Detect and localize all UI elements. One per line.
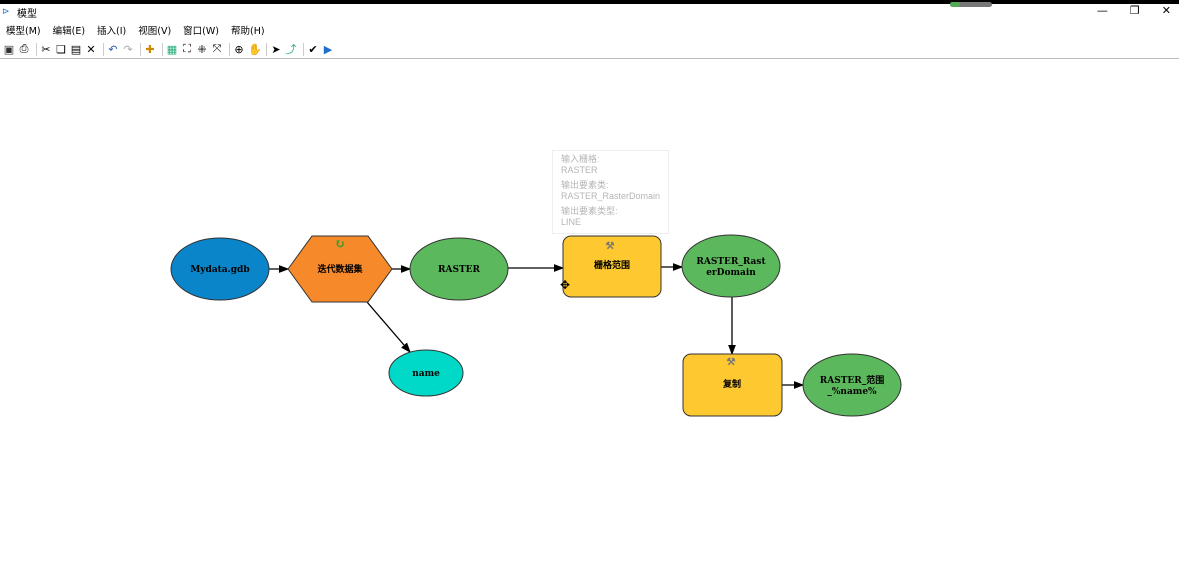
menu-help[interactable]: 帮助(H) — [230, 26, 265, 37]
save-icon[interactable]: ▣ — [3, 42, 15, 56]
node-label: _%name% — [827, 387, 877, 397]
hammer-icon: ⚒ — [606, 241, 615, 252]
tooltip-value: RASTER_RasterDomain — [561, 191, 661, 201]
cut-icon[interactable]: ✂ — [41, 42, 51, 56]
validate-icon[interactable]: ✔ — [308, 42, 318, 56]
zoom-out-fixed-icon[interactable]: ⤧ — [212, 42, 222, 55]
title-bar: ⊳ 模型 — ❐ ✕ — [0, 4, 1179, 20]
tooltip-label: 输出要素类: — [561, 180, 609, 190]
select-icon[interactable]: ➤ — [271, 42, 281, 56]
node-raster-domain-output[interactable]: RASTER_RasterDomain — [681, 234, 781, 298]
undo-icon[interactable]: ↶ — [108, 42, 118, 56]
menu-model[interactable]: 模型(M) — [6, 26, 41, 37]
minimize-button[interactable]: — — [1096, 4, 1108, 17]
restore-button[interactable]: ❐ — [1129, 4, 1140, 17]
window-title: 模型 — [17, 8, 37, 20]
node-label: erDomain — [706, 268, 756, 278]
menu-edit[interactable]: 编辑(E) — [52, 26, 86, 37]
add-data-icon[interactable]: ✚ — [145, 42, 155, 56]
move-cursor-icon: ✥ — [560, 278, 570, 292]
menu-window[interactable]: 窗口(W) — [183, 26, 219, 37]
connectors — [269, 263, 805, 389]
node-label: 迭代数据集 — [317, 263, 363, 275]
node-label: RASTER_Rast — [696, 257, 766, 267]
node-label: name — [412, 369, 440, 379]
hammer-icon: ⚒ — [727, 357, 736, 368]
node-raster-domain-tool[interactable]: 栅格范围 ⚒ — [562, 235, 662, 298]
redo-icon[interactable]: ↷ — [123, 42, 133, 56]
tooltip-value: RASTER — [561, 165, 598, 175]
node-label: RASTER — [438, 265, 481, 275]
tooltip: 输入栅格: RASTER 输出要素类: RASTER_RasterDomain … — [552, 150, 669, 234]
run-icon[interactable]: ▶ — [323, 42, 333, 56]
copy-icon[interactable]: ❏ — [56, 42, 66, 56]
node-copy-output[interactable]: RASTER_范围_%name% — [802, 353, 902, 417]
node-label: 复制 — [722, 378, 741, 390]
pan-icon[interactable]: ✋ — [248, 42, 262, 56]
window-indicator — [950, 2, 992, 7]
tooltip-value: LINE — [561, 217, 582, 227]
menu-view[interactable]: 视图(V) — [138, 26, 172, 37]
node-name[interactable]: name — [388, 349, 464, 397]
model-icon: ⊳ — [2, 7, 10, 17]
model-canvas[interactable]: Mydata.gdb 迭代数据集 ↻ RASTER 栅格范围 ⚒ RASTER_Ra… — [0, 60, 1179, 587]
zoom-icon[interactable]: ⊕ — [234, 42, 244, 56]
print-icon[interactable]: ⎙ — [19, 42, 29, 55]
menu-bar: 模型(M) 编辑(E) 插入(I) 视图(V) 窗口(W) 帮助(H) — [0, 21, 271, 39]
auto-layout-icon[interactable]: ▦ — [166, 42, 178, 56]
node-copy-tool[interactable]: 复制 ⚒ — [682, 353, 783, 417]
close-button[interactable]: ✕ — [1161, 4, 1171, 17]
zoom-in-fixed-icon[interactable]: ⁜ — [197, 42, 207, 56]
toolbar: ▣ ⎙ ✂ ❏ ▤ ✕ ↶ ↷ ✚ ▦ ⛶ ⁜ ⤧ ⊕ ✋ ➤ ⤴ ✔ ▶ — [0, 40, 1179, 59]
node-raster[interactable]: RASTER — [409, 237, 509, 301]
tooltip-label: 输出要素类型: — [561, 206, 618, 216]
connect-icon[interactable]: ⤴ — [285, 43, 297, 56]
node-label: Mydata.gdb — [190, 265, 249, 275]
node-mydata[interactable]: Mydata.gdb — [170, 237, 270, 301]
paste-icon[interactable]: ▤ — [70, 42, 82, 56]
full-extent-icon[interactable]: ⛶ — [183, 42, 191, 55]
tooltip-label: 输入栅格: — [561, 154, 600, 164]
iterate-icon: ↻ — [335, 237, 346, 252]
node-label: RASTER_范围 — [820, 374, 885, 386]
node-iterate[interactable]: 迭代数据集 ↻ — [287, 235, 393, 303]
menu-insert[interactable]: 插入(I) — [97, 26, 127, 37]
node-label: 栅格范围 — [594, 259, 630, 271]
top-edge — [0, 0, 1179, 4]
delete-icon[interactable]: ✕ — [86, 42, 96, 56]
